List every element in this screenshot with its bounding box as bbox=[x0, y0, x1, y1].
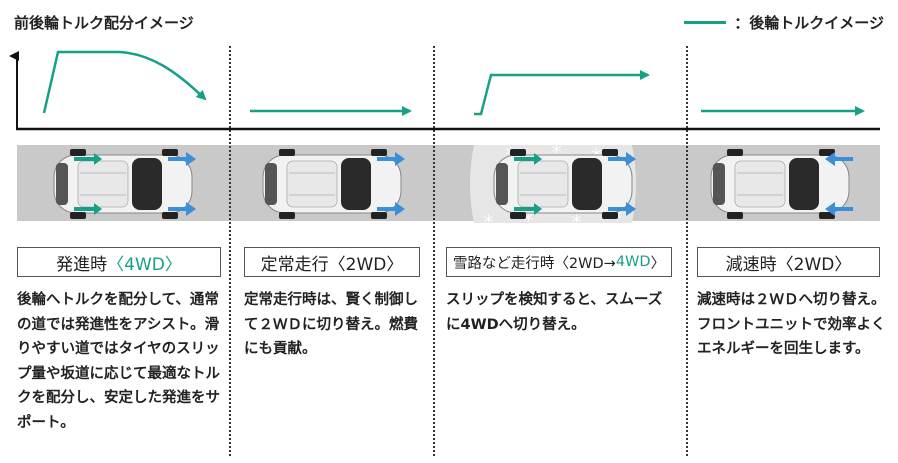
panel-label-main: 減速時 bbox=[725, 254, 777, 275]
svg-text:＊: ＊ bbox=[550, 143, 563, 158]
torque-curve-start bbox=[42, 50, 207, 114]
car-top-view-decel bbox=[710, 149, 853, 219]
diagram-title: 前後輪トルク配分イメージ bbox=[14, 14, 194, 32]
panel-label-mode: 〈4WD〉 bbox=[107, 254, 182, 275]
legend: ：後輪トルクイメージ bbox=[684, 12, 884, 33]
torque-curve-snow bbox=[474, 70, 650, 116]
panel-description-start: 後輪へトルクを配分して、通常の道では発進性をアシスト。滑りやすい道ではタイヤのス… bbox=[17, 292, 220, 431]
panel-label-snow: 雪路など走行時〈2WD→4WD〉 bbox=[446, 247, 672, 277]
panel-label-main: 雪路など走行時 bbox=[452, 255, 555, 272]
panel-label-mode-prefix: 〈2WD→ bbox=[554, 255, 616, 272]
legend-line-swatch bbox=[684, 21, 727, 24]
panel-description-snow: スリップを検知すると、スムーズに4WDへ切り替え。 bbox=[446, 292, 663, 333]
car-top-view-cruise bbox=[262, 149, 405, 219]
panel-label-mode-suffix: 〉 bbox=[650, 255, 666, 272]
panel-label-decel: 減速時〈2WD〉 bbox=[697, 247, 880, 277]
panel-label-mode-accent: 4WD bbox=[615, 254, 651, 270]
car-top-view-snow bbox=[493, 149, 636, 219]
svg-text:＊: ＊ bbox=[570, 213, 583, 228]
panel-description-cruise: 定常走行時は、賢く制御して２ＷＤに切り替え。燃費にも貢献。 bbox=[244, 292, 418, 357]
legend-label: ：後輪トルクイメージ bbox=[734, 14, 884, 32]
panel-label-main: 定常走行 bbox=[260, 254, 329, 275]
panel-label-mode: 〈2WD〉 bbox=[328, 254, 404, 275]
section-divider bbox=[433, 46, 435, 456]
car-top-view-start bbox=[53, 149, 196, 219]
panel-label-mode: 〈2WD〉 bbox=[776, 254, 852, 275]
section-divider bbox=[686, 46, 688, 456]
panel-label-main: 発進時 bbox=[56, 254, 108, 275]
panel-label-cruise: 定常走行〈2WD〉 bbox=[244, 247, 420, 277]
panel-description-decel: 減速時は２ＷＤへ切り替え。フロントユニットで効率よくエネルギーを回生します。 bbox=[697, 292, 886, 357]
svg-text:＊: ＊ bbox=[482, 213, 495, 228]
section-divider bbox=[229, 46, 231, 456]
torque-graph bbox=[9, 50, 880, 131]
panel-label-start: 発進時〈4WD〉 bbox=[17, 247, 221, 277]
